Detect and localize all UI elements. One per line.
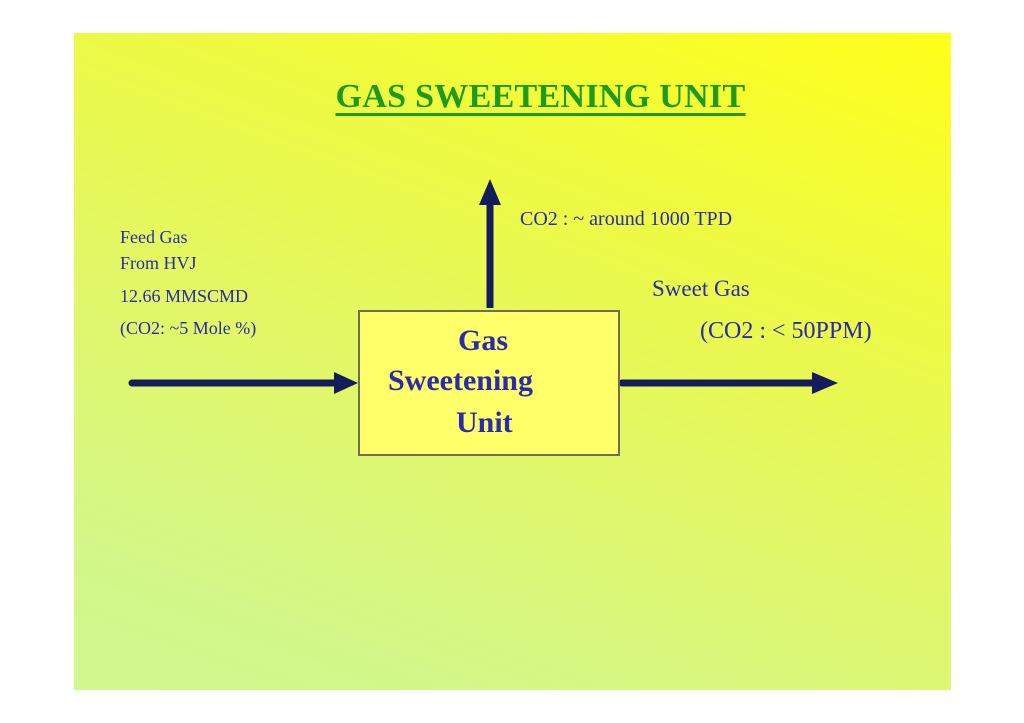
- co2-vent-arrow: [479, 179, 501, 308]
- sweet-gas-label: Sweet Gas: [652, 276, 750, 301]
- feed-source-label: From HVJ: [120, 253, 197, 273]
- feed-co2-label: (CO2: ~5 Mole %): [120, 318, 257, 338]
- gas-sweetening-unit-box: Gas Sweetening Unit: [358, 310, 620, 456]
- feed-arrow: [128, 372, 358, 394]
- co2-output-label: CO2 : ~ around 1000 TPD: [520, 208, 733, 230]
- feed-gas-label: Feed Gas: [120, 227, 188, 247]
- sweet-gas-co2-label: (CO2 : < 50PPM): [700, 318, 872, 344]
- unit-label-line-2: Sweetening: [388, 364, 533, 397]
- page-title: GAS SWEETENING UNIT: [335, 78, 746, 115]
- unit-label-line-3: Unit: [456, 406, 513, 439]
- flow-arrows: [128, 179, 838, 394]
- slide: GAS SWEETENING UNIT Feed Gas From HVJ 12…: [74, 33, 951, 690]
- sweet-gas-arrow: [618, 372, 838, 394]
- feed-rate-label: 12.66 MMSCMD: [120, 286, 249, 306]
- unit-label-line-1: Gas: [458, 324, 509, 357]
